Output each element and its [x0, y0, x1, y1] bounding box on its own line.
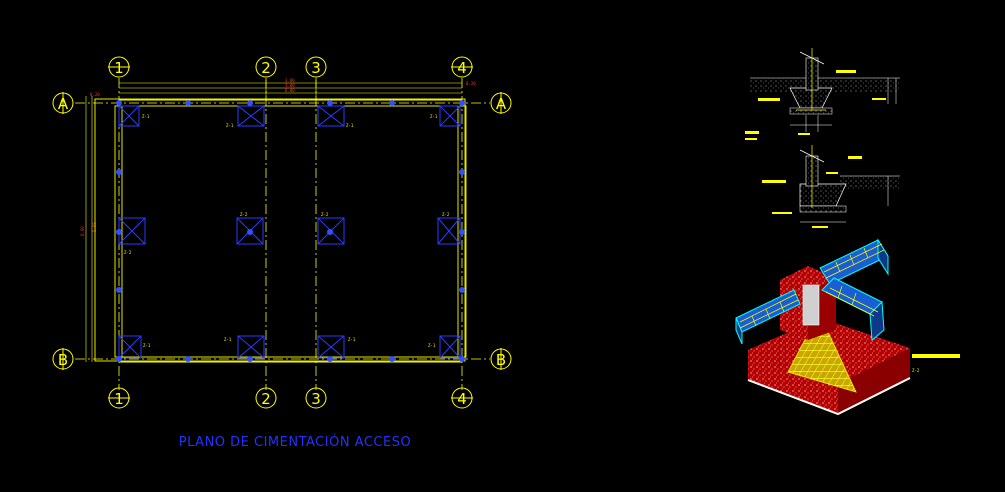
- row-bubbles: [52, 92, 512, 370]
- dimension-lines-top: [119, 80, 462, 96]
- footing-icon: [237, 335, 265, 359]
- footing-section-2: [762, 145, 900, 228]
- row-label: A: [496, 95, 507, 113]
- column-label: 1: [114, 390, 124, 408]
- column-section-icon: [389, 100, 395, 106]
- column-label: 3: [311, 59, 321, 77]
- footing-icon: [439, 105, 461, 127]
- perimeter-beams: [94, 98, 467, 363]
- column-section-icon: [459, 169, 465, 175]
- footing-icon: [237, 105, 265, 127]
- row-labels: A A B B: [58, 95, 507, 369]
- dimension-lines-left: [85, 96, 93, 362]
- column-section-icon: [459, 356, 465, 362]
- footing-label: Z-1: [224, 337, 232, 342]
- footing-labels: Z-1 Z-1 Z-1 Z-1 Z-2 Z-2 Z-2 Z-2 Z-1 Z-1 …: [124, 114, 450, 348]
- svg-text:5.60: 5.60: [92, 222, 97, 232]
- footing-icon: [118, 105, 140, 127]
- column-bubble-icon: [255, 56, 277, 78]
- footings: [118, 105, 461, 359]
- footing-icon: [118, 217, 146, 245]
- column-label: 4: [457, 59, 467, 77]
- footing-label: Z-2: [321, 212, 329, 217]
- column-section-icon: [116, 356, 122, 362]
- footing-icon: [439, 335, 461, 359]
- footing-label: Z-1: [430, 114, 438, 119]
- isometric-footing: Z-2: [735, 238, 960, 416]
- column-label: 4: [457, 390, 467, 408]
- column-section-icon: [116, 229, 122, 235]
- footing-label: Z-1: [143, 343, 151, 348]
- svg-text:6.00: 6.00: [80, 226, 85, 236]
- column-bubble-icon: [255, 387, 277, 409]
- footing-section-1: [745, 48, 900, 140]
- footing-icon: [317, 105, 345, 127]
- footing-label: Z-1: [142, 114, 150, 119]
- column-section-icon: [459, 229, 465, 235]
- column-section-icon: [327, 100, 333, 106]
- column-bubbles-bottom: [108, 387, 473, 409]
- column-label: 3: [311, 390, 321, 408]
- svg-text:0.20: 0.20: [90, 92, 100, 97]
- footing-label: Z-1: [428, 343, 436, 348]
- column-section-icon: [116, 287, 122, 293]
- row-label: A: [58, 95, 69, 113]
- footing-label: Z-2: [442, 212, 450, 217]
- footing-label: Z-1: [346, 123, 354, 128]
- column-section-icon: [327, 356, 333, 362]
- footing-label: Z-1: [226, 123, 234, 128]
- footing-label: Z-2: [912, 368, 920, 373]
- column-label: 1: [114, 59, 124, 77]
- column-section-icon: [185, 356, 191, 362]
- column-section-icon: [116, 100, 122, 106]
- row-label: B: [58, 351, 68, 369]
- column-label: 2: [261, 59, 271, 77]
- column-bubble-icon: [305, 387, 327, 409]
- column-section-icon: [459, 100, 465, 106]
- footing-icon: [118, 335, 142, 359]
- column-section-icon: [116, 169, 122, 175]
- column-sections: [116, 100, 465, 362]
- column-bubble-icon: [305, 56, 327, 78]
- footing-icon: [437, 217, 461, 245]
- column-label: 2: [261, 390, 271, 408]
- footing-icon: [317, 335, 345, 359]
- svg-text:3.00: 3.00: [285, 78, 295, 83]
- foundation-plan: 3.00 3.00 6.00 0.20 0.20 6.00 5.60: [52, 56, 512, 450]
- column-section-icon: [247, 356, 253, 362]
- dimension-texts-left: 6.00 5.60: [80, 222, 97, 236]
- column-bubbles-top: [108, 56, 473, 78]
- footing-label: Z-2: [124, 250, 132, 255]
- svg-text:6.00: 6.00: [285, 88, 295, 93]
- svg-text:3.00: 3.00: [285, 83, 295, 88]
- column-section-icon: [459, 287, 465, 293]
- column-section-icon: [327, 229, 333, 235]
- footing-label: Z-1: [348, 337, 356, 342]
- column-section-icon: [247, 229, 253, 235]
- column-labels-top: 1 2 3 4: [114, 59, 467, 77]
- dimension-texts-top: 3.00 3.00 6.00 0.20 0.20: [90, 78, 476, 97]
- column-section-icon: [389, 356, 395, 362]
- column-labels-bottom: 1 2 3 4: [114, 390, 467, 408]
- svg-text:0.20: 0.20: [466, 81, 476, 86]
- column-section-icon: [185, 100, 191, 106]
- plan-title: PLANO DE CIMENTACIÓN ACCESO: [179, 434, 411, 450]
- footing-label: Z-2: [240, 212, 248, 217]
- column-section-icon: [247, 100, 253, 106]
- row-label: B: [496, 351, 506, 369]
